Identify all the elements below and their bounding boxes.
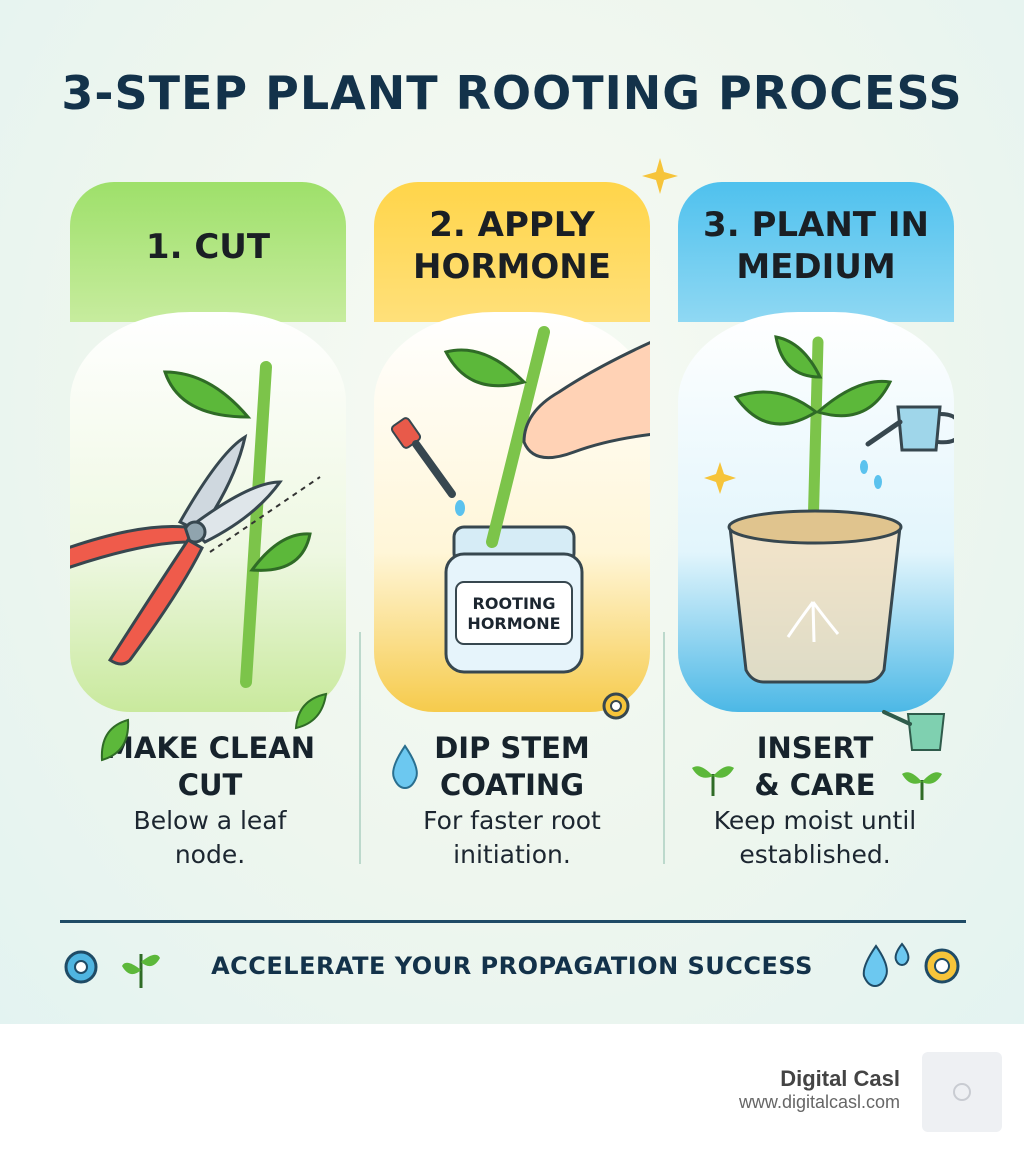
gear-icon bbox=[602, 692, 630, 720]
infographic: 3-STEP PLANT ROOTING PROCESS 1. CUT 2. A… bbox=[0, 0, 1024, 1024]
step-description: For faster root initiation. bbox=[423, 806, 601, 869]
column-divider bbox=[359, 632, 361, 864]
step-description: Keep moist until established. bbox=[713, 806, 917, 869]
gear-icon bbox=[64, 950, 98, 984]
step-caption-1: MAKE CLEAN CUT Below a leaf node. bbox=[60, 730, 360, 872]
potted-plant-illustration bbox=[704, 335, 954, 684]
sparkle-icon bbox=[642, 158, 678, 194]
rooting-hormone-illustration bbox=[390, 326, 650, 674]
jar-label: ROOTING HORMONE bbox=[467, 594, 561, 633]
step-caption-2: DIP STEM COATING For faster root initiat… bbox=[362, 730, 662, 872]
leaf-icon bbox=[100, 718, 130, 762]
step-card-cut: 1. CUT bbox=[70, 182, 346, 712]
brand-name: Digital Casl bbox=[780, 1066, 900, 1091]
gear-icon bbox=[924, 948, 960, 984]
tagline: ACCELERATE YOUR PROPAGATION SUCCESS bbox=[211, 952, 813, 980]
sprout-icon bbox=[122, 954, 160, 988]
watering-can-icon bbox=[882, 710, 946, 751]
step-card-plant-in-medium: 3. PLANT IN MEDIUM bbox=[678, 182, 954, 712]
step-heading: 3. PLANT IN MEDIUM bbox=[703, 205, 929, 287]
step-caption-3: INSERT & CARE Keep moist until establish… bbox=[665, 730, 965, 872]
step-action: INSERT & CARE bbox=[754, 731, 876, 802]
step-heading: 1. CUT bbox=[145, 227, 271, 267]
page-title: 3-STEP PLANT ROOTING PROCESS bbox=[61, 66, 963, 120]
step-action: DIP STEM COATING bbox=[434, 731, 590, 802]
brand-url[interactable]: www.digitalcasl.com bbox=[738, 1092, 900, 1112]
pruning-shears-illustration bbox=[70, 361, 321, 688]
step-action: MAKE CLEAN CUT bbox=[105, 731, 315, 802]
water-drop-icon bbox=[392, 744, 418, 790]
sprout-icon bbox=[692, 766, 734, 796]
step-heading: 2. APPLY HORMONE bbox=[413, 205, 611, 287]
step-description: Below a leaf node. bbox=[133, 806, 287, 869]
step-card-apply-hormone: 2. APPLY HORMONE ROOTING HORMONE bbox=[374, 182, 650, 712]
sprout-icon bbox=[902, 772, 942, 800]
water-drops-icon bbox=[862, 942, 910, 988]
leaf-icon bbox=[294, 692, 328, 730]
brand-logo bbox=[922, 1052, 1002, 1132]
logo-icon bbox=[953, 1083, 971, 1101]
column-divider bbox=[663, 632, 665, 864]
footer-rule bbox=[60, 920, 966, 923]
